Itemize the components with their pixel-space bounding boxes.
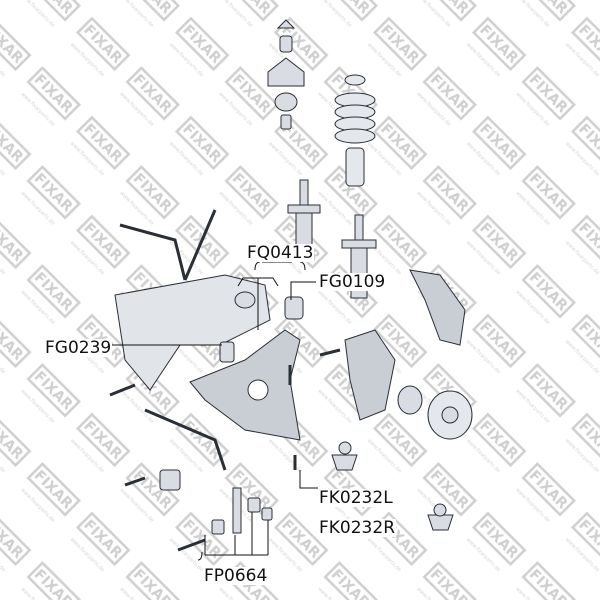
steering-knuckle [344,329,396,421]
leader-lines [112,261,318,561]
knuckle-right [409,269,466,346]
bushing-fg0239 [219,341,235,363]
coil-spring [334,74,376,187]
ball-joint [331,441,454,531]
part-label-fg0239[interactable]: FG0239 [44,338,113,358]
part-label-fk0232l[interactable]: FK0232L [318,488,394,508]
part-label-fq0413[interactable]: FQ0413 [246,243,315,263]
strut-top-mount [267,19,305,130]
bolts [109,348,341,552]
part-label-fp0664[interactable]: FP0664 [203,566,269,586]
bushing-fg0109 [284,296,304,320]
bushing-fq0413 [234,291,256,309]
sway-bar [119,209,227,471]
stabilizer-link-kit [159,469,273,535]
part-label-fg0109[interactable]: FG0109 [318,272,387,292]
part-label-fk0232r[interactable]: FK0232R [318,518,397,538]
wheel-hub [397,385,473,440]
